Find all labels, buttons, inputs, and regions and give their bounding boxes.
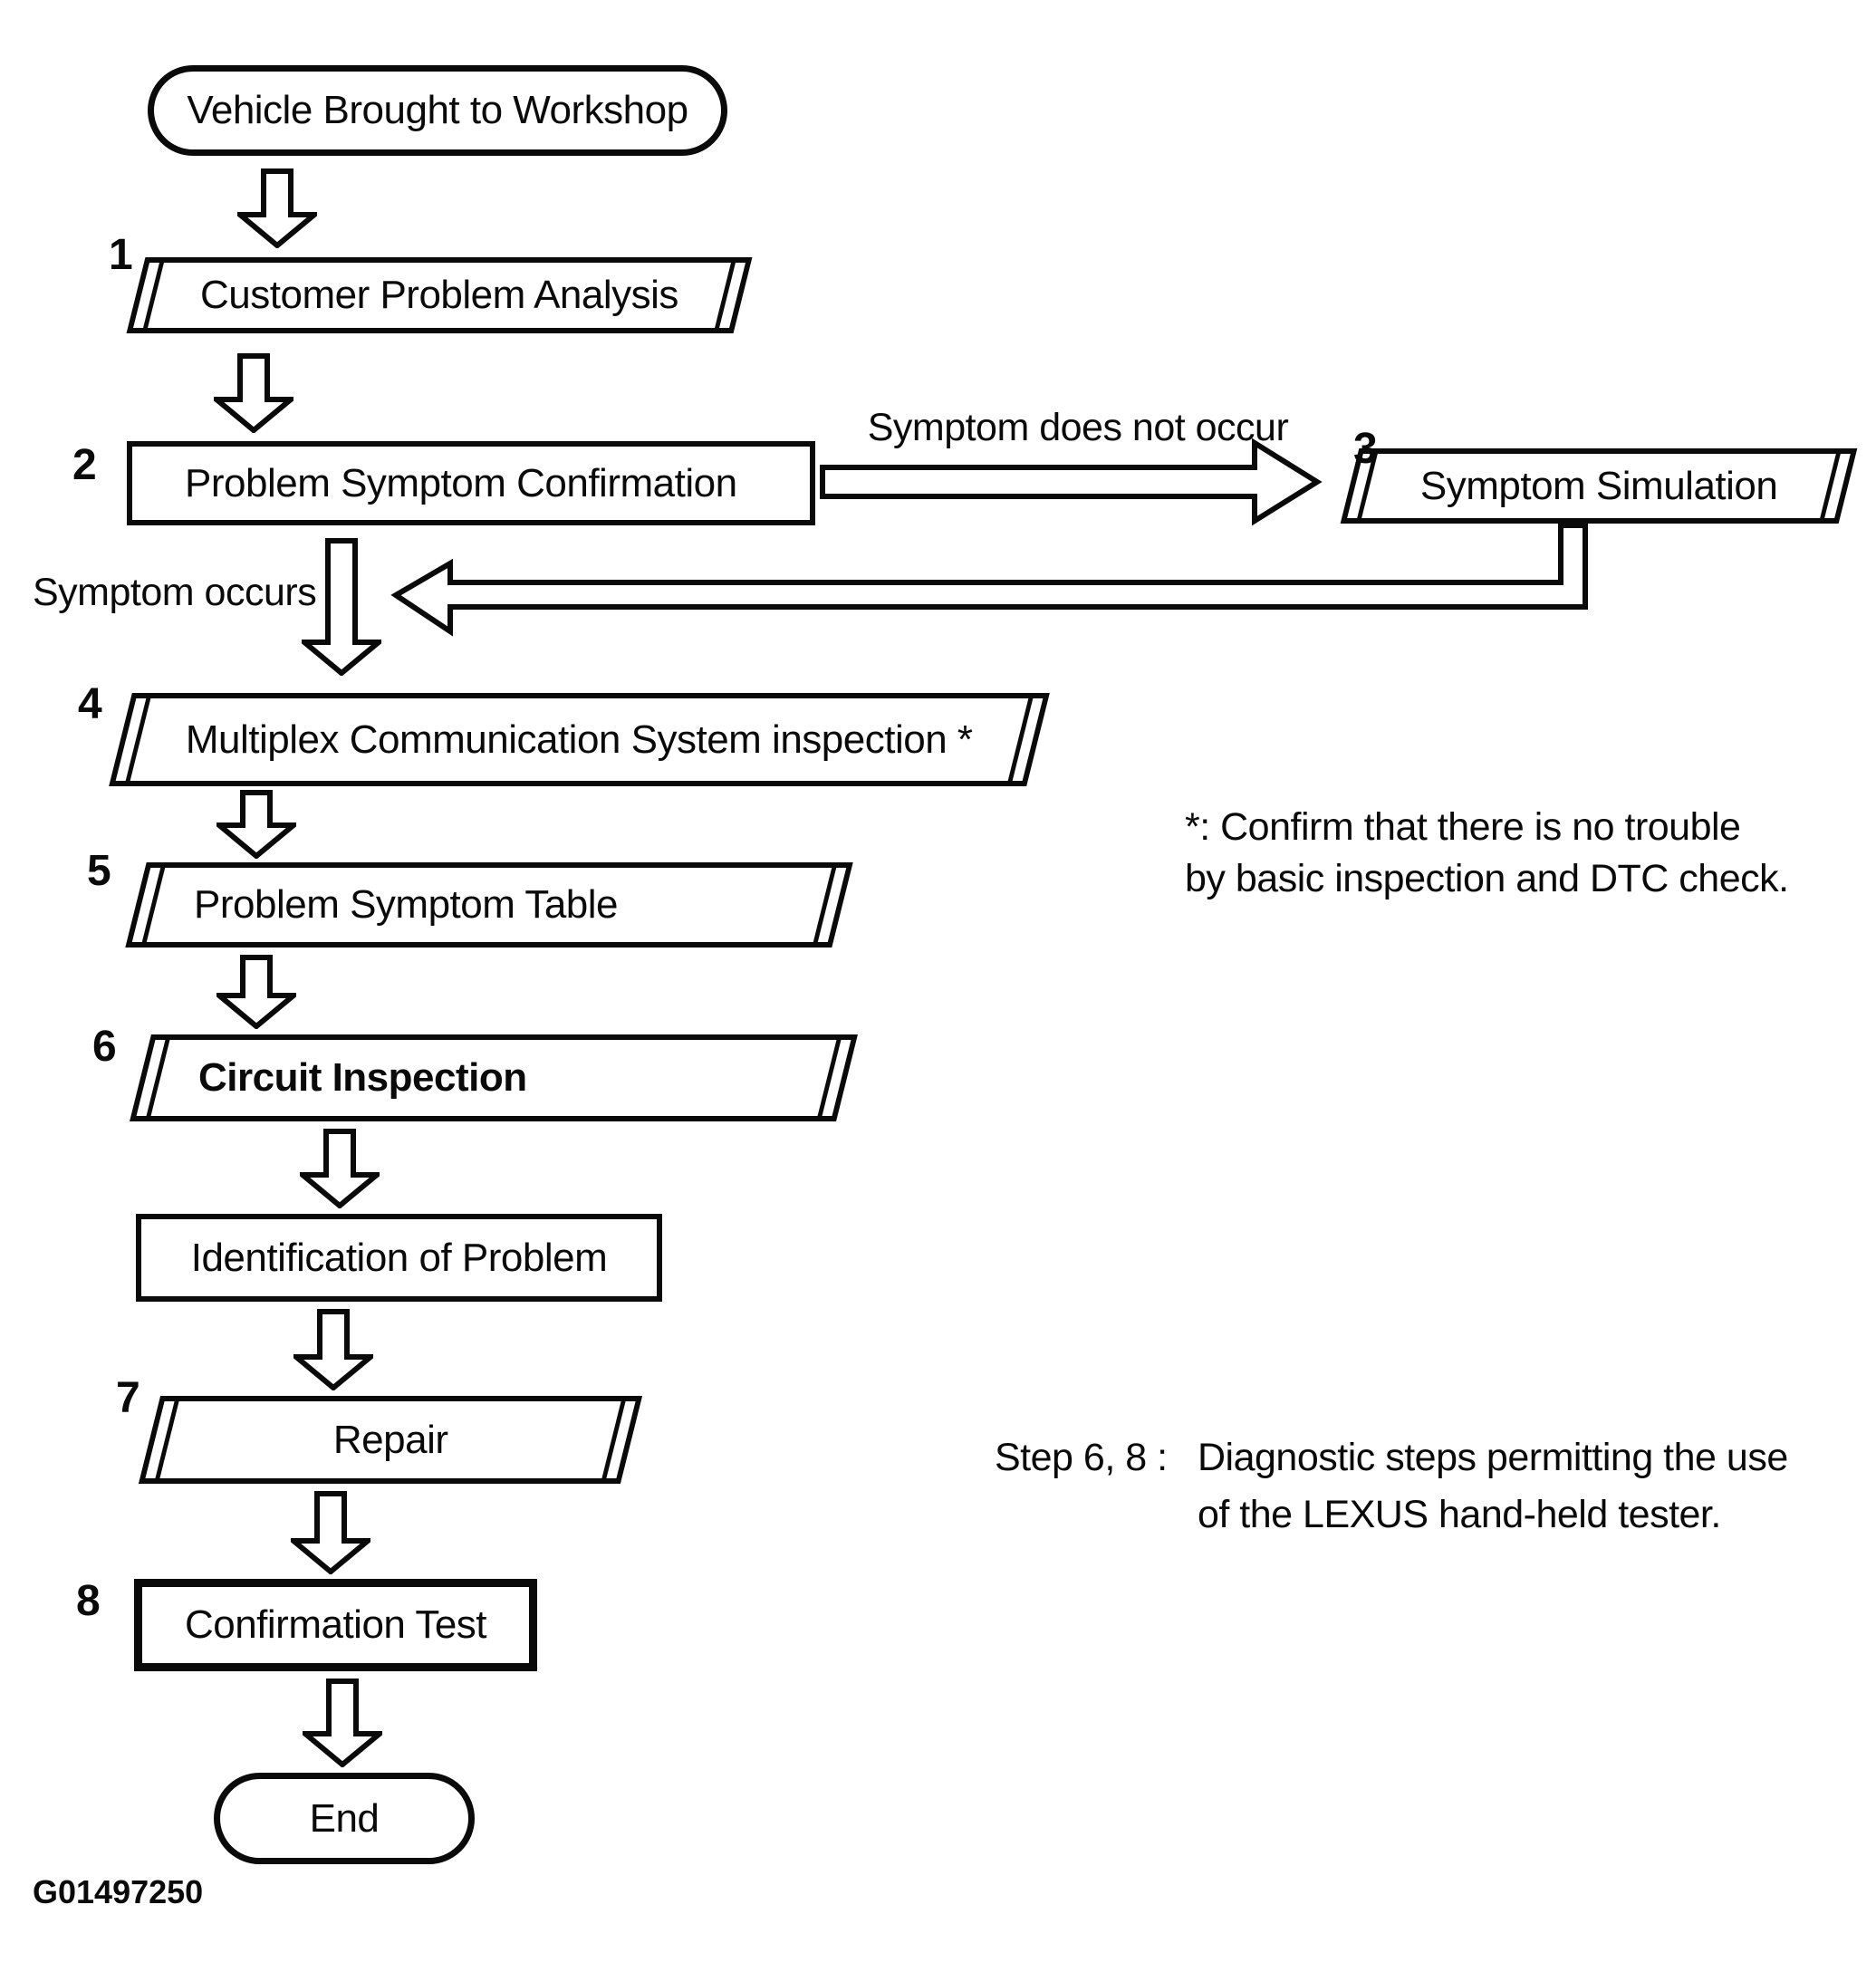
edge-label-symptom-occurs: Symptom occurs [33,571,317,614]
arrow-step6-to-identify [300,1129,380,1208]
arrow-step3-return [390,523,1588,637]
step6-number: 6 [92,1023,117,1071]
note-asterisk: *: Confirm that there is no trouble by b… [1185,802,1789,905]
note-step68: Step 6, 8 : Diagnostic steps permitting … [995,1429,1788,1544]
step1-number: 1 [109,231,133,279]
node-step3-label: Symptom Simulation [1419,463,1778,508]
arrow-start-to-step1 [237,168,317,248]
step5-number: 5 [87,847,111,895]
node-step7-label: Repair [332,1417,448,1462]
node-step1-label: Customer Problem Analysis [200,273,678,317]
node-end-label: End [309,1795,380,1841]
figure-code: G01497250 [33,1873,204,1910]
step2-number: 2 [72,441,97,489]
node-step3: Symptom Simulation [1340,448,1858,524]
node-step8-label: Confirmation Test [184,1602,487,1647]
arrow-step5-to-step6 [216,955,296,1029]
node-step2: Problem Symptom Confirmation [127,441,815,525]
arrow-step2-to-step3 [820,438,1323,525]
node-step6: Circuit Inspection [130,1034,858,1121]
arrow-step2-to-step4 [302,538,381,676]
note-step68-lines: Diagnostic steps permitting the use of t… [1198,1429,1788,1544]
node-step1: Customer Problem Analysis [126,257,753,333]
node-step4-label: Multiplex Communication System inspectio… [186,717,973,762]
step7-number: 7 [116,1374,140,1422]
arrow-step7-to-step8 [291,1491,370,1574]
node-step2-label: Problem Symptom Confirmation [185,460,737,505]
node-end: End [214,1773,475,1864]
node-step8: Confirmation Test [134,1579,537,1671]
node-identify-label: Identification of Problem [190,1235,608,1280]
note-step68-line1: Diagnostic steps permitting the use [1198,1436,1788,1479]
arrow-step1-to-step2 [214,353,293,433]
arrow-identify-to-step7 [293,1309,373,1390]
edge-label-symptom-does-not-occur: Symptom does not occur [867,406,1289,449]
note-asterisk-line1: *: Confirm that there is no trouble [1185,805,1741,849]
node-step5: Problem Symptom Table [125,862,853,948]
arrow-step4-to-step5 [216,790,296,859]
node-step7: Repair [138,1396,643,1484]
node-step4: Multiplex Communication System inspectio… [109,693,1050,786]
note-step68-line2: of the LEXUS hand-held tester. [1198,1493,1721,1536]
node-start-label: Vehicle Brought to Workshop [187,88,688,132]
note-asterisk-line2: by basic inspection and DTC check. [1185,857,1789,900]
node-step5-label: Problem Symptom Table [194,882,618,927]
node-start: Vehicle Brought to Workshop [148,65,727,156]
note-step68-label: Step 6, 8 : [995,1436,1168,1479]
step8-number: 8 [76,1577,101,1625]
node-identify: Identification of Problem [136,1214,662,1302]
step4-number: 4 [78,680,102,728]
arrow-step8-to-end [303,1679,382,1767]
node-step6-label: Circuit Inspection [198,1055,527,1100]
